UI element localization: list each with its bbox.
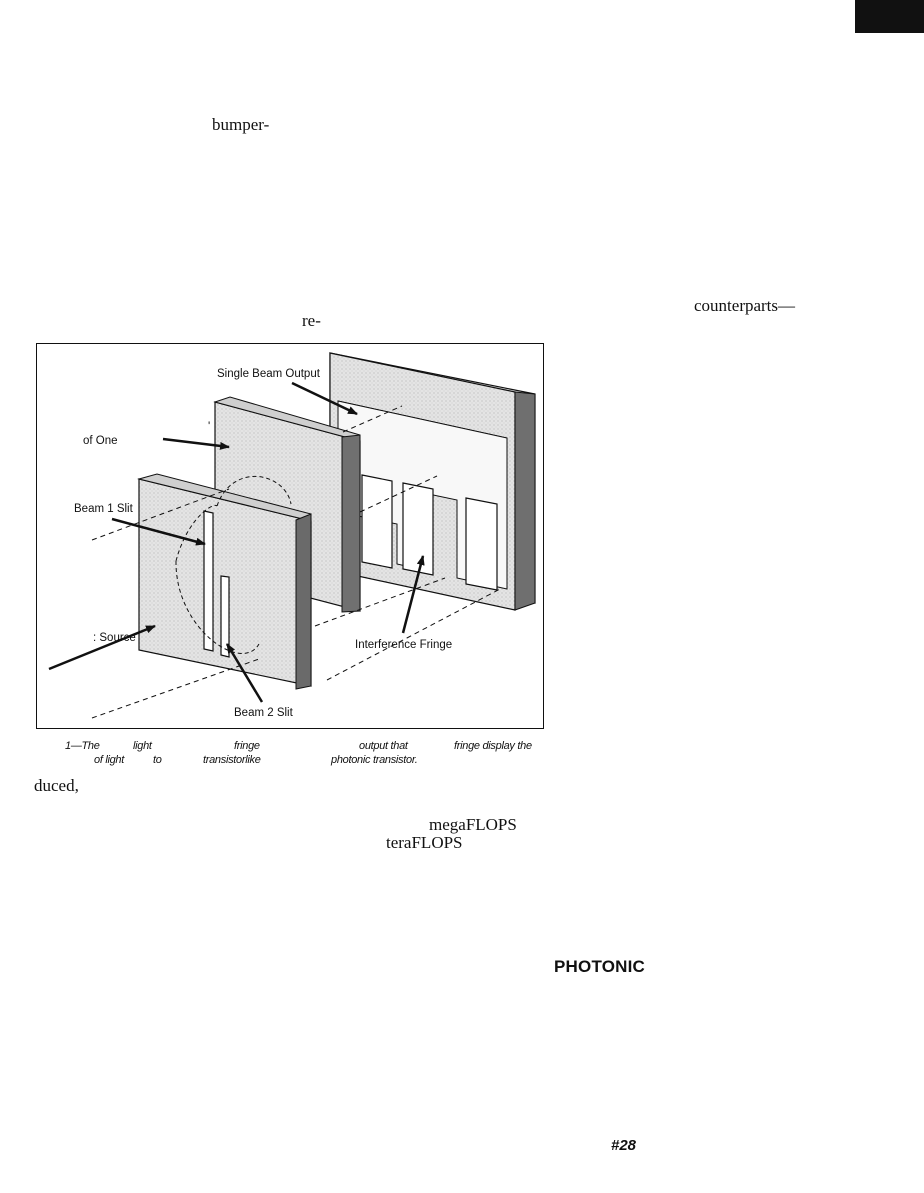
label-single-beam-output: Single Beam Output — [217, 368, 321, 380]
label-beam2-slit: Beam 2 Slit — [234, 707, 294, 719]
arrow-of-one — [162, 437, 230, 450]
arrow-interference-fringe — [401, 555, 425, 634]
figure-photonic-transistor: Single Beam Output ' of One Beam 1 Slit … — [36, 343, 544, 729]
arrow-beam1-slit — [111, 517, 206, 546]
arrow-single-beam-output — [291, 381, 358, 416]
caption-fragment: photonic transistor. — [331, 754, 418, 766]
label-tick-mark: ' — [208, 421, 210, 433]
text-fragment-re: re- — [302, 311, 321, 330]
text-fragment-teraflops: teraFLOPS — [386, 833, 463, 852]
corner-tab-marker — [855, 0, 924, 33]
text-fragment-megaflops: megaFLOPS — [429, 815, 517, 834]
label-source: : Source — [93, 632, 136, 644]
text-fragment-bumper: bumper- — [212, 115, 270, 134]
caption-fragment: light — [133, 740, 152, 752]
caption-fragment: to — [153, 754, 162, 766]
label-beam1-slit: Beam 1 Slit — [74, 503, 134, 515]
caption-fragment: fringe — [234, 740, 260, 752]
section-heading-photonic: PHOTONIC — [554, 957, 646, 976]
caption-fragment: fringe display the — [454, 740, 532, 752]
front-plate-slits — [137, 473, 312, 690]
back-plate-fringe-screen — [329, 352, 536, 611]
text-fragment-counterparts: counterparts— — [694, 296, 796, 315]
page-number: #28 — [611, 1137, 637, 1154]
label-of-one: of One — [83, 435, 118, 447]
label-interference-fringe: Interference Fringe — [355, 639, 452, 651]
arrow-beam2-slit — [225, 643, 264, 703]
caption-fragment: 1—The — [65, 740, 100, 752]
arrow-source — [48, 624, 156, 671]
text-fragment-duced: duced, — [34, 776, 79, 795]
caption-fragment: of light — [94, 754, 125, 766]
caption-fragment: transistorlike — [203, 754, 261, 766]
caption-fragment: output that — [359, 740, 408, 752]
figure-diagram: Single Beam Output ' of One Beam 1 Slit … — [48, 352, 536, 719]
